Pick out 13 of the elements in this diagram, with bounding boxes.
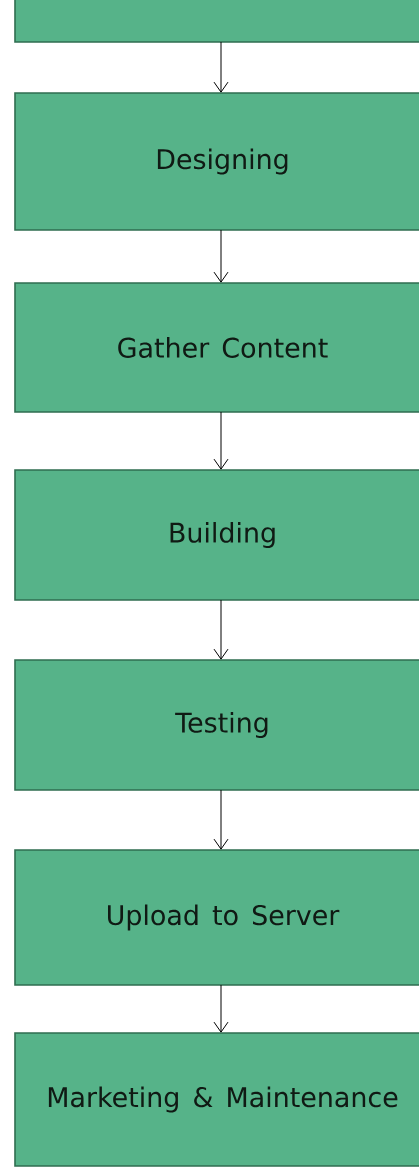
process-box: Testing — [14, 659, 419, 791]
arrow — [213, 599, 229, 660]
arrow — [213, 984, 229, 1033]
process-box: Gather Content — [14, 282, 419, 413]
process-box: Upload to Server — [14, 849, 419, 986]
arrow — [213, 789, 229, 850]
arrow — [213, 41, 229, 93]
arrow — [213, 411, 229, 470]
process-box: Marketing & Maintenance — [14, 1032, 419, 1167]
arrow — [213, 229, 229, 283]
process-box: Building — [14, 469, 419, 601]
process-box — [14, 0, 419, 43]
process-box: Designing — [14, 92, 419, 231]
